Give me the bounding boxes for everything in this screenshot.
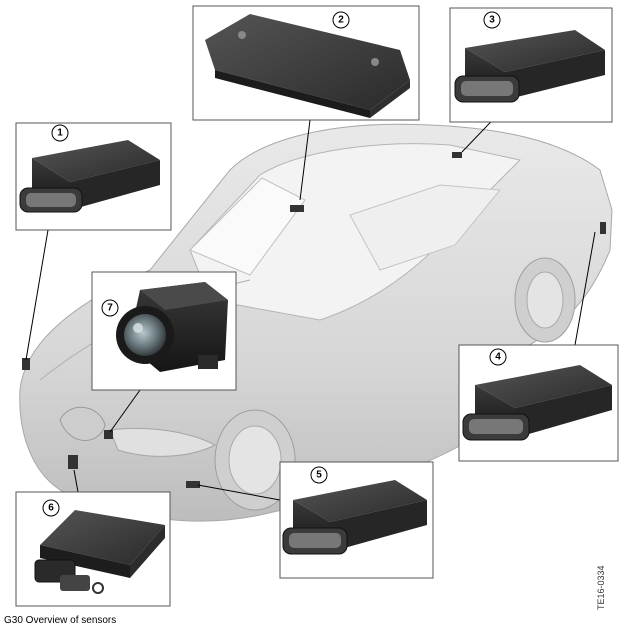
control-unit-3-icon (454, 30, 605, 103)
callout-number-4: 4 (495, 352, 501, 363)
control-unit-1-icon (19, 140, 160, 213)
camera-bracket-2-icon (205, 14, 410, 118)
figure-caption: G30 Overview of sensors (4, 615, 117, 626)
callout-number-2: 2 (338, 15, 344, 26)
callout-box-7: 7 (91, 271, 237, 391)
control-unit-5-icon (282, 480, 427, 555)
callout-number-7: 7 (107, 303, 113, 314)
callout-number-5: 5 (316, 470, 322, 481)
callout-box-5: 5 (279, 461, 434, 579)
document-id: TE16-0334 (596, 565, 606, 610)
callout-box-6: 6 (15, 491, 171, 607)
callout-number-3: 3 (489, 15, 495, 26)
radar-sensor-6-icon (34, 510, 165, 594)
callout-number-6: 6 (48, 503, 54, 514)
callout-box-4: 4 (458, 344, 619, 462)
callout-number-1: 1 (57, 128, 63, 139)
callout-box-3: 3 (449, 7, 613, 123)
callout-box-2: 2 (192, 5, 420, 121)
camera-7-icon (116, 282, 228, 372)
control-unit-4-icon (462, 365, 612, 441)
leader-lines (25, 103, 596, 501)
callout-box-1: 1 (15, 122, 172, 231)
